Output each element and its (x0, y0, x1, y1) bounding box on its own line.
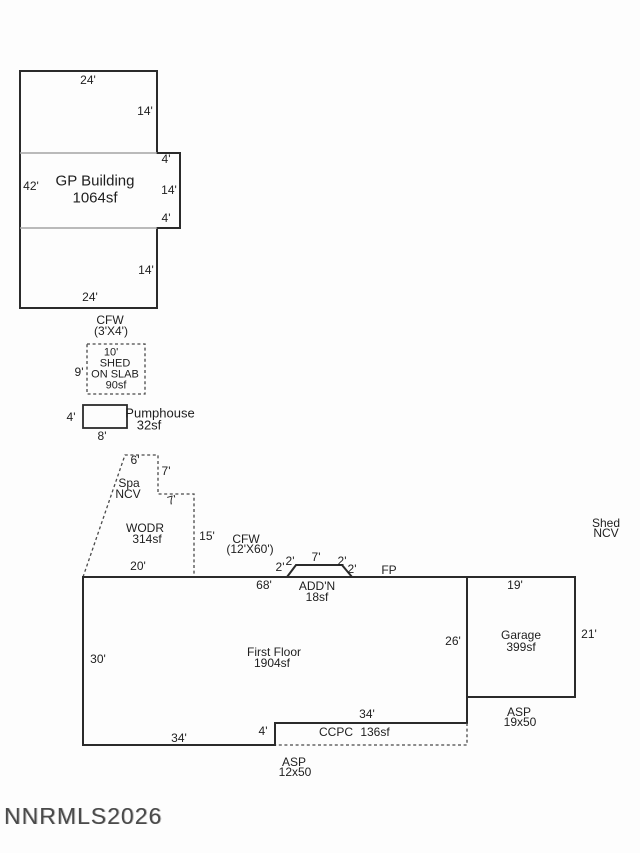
gp-dim-bottom-right: 14' (138, 263, 154, 277)
asp-front-label: ASP (281, 755, 307, 769)
spa-name: Spa (118, 476, 140, 490)
gp-dim-left: 42' (23, 179, 39, 193)
shed-on-slab-outline (86, 343, 146, 395)
ccpc-outline (276, 723, 468, 746)
shed-ncv-value: NCV (593, 526, 619, 540)
addn-dim-right-out: 2' (347, 562, 357, 576)
gp-building-outline (19, 70, 181, 309)
asp-garage-label: ASP (506, 705, 532, 719)
spa-value: NCV (115, 487, 141, 501)
shed-slab-dim-width: 10' (103, 346, 119, 359)
addn-dim-right-slant: 2' (337, 554, 347, 568)
ccpc-label: CCPC (318, 725, 354, 739)
first-floor-dim-bottom-left: 34' (171, 731, 187, 745)
gp-dim-bottom: 24' (82, 290, 98, 304)
ccpc-dim-top: 34' (359, 707, 375, 721)
gp-dim-top-right: 14' (137, 104, 153, 118)
pumphouse-outline (82, 404, 128, 429)
shed-ncv-name: Shed (591, 516, 621, 530)
spa-dim-right: 7' (161, 464, 171, 478)
garage-outline (466, 576, 576, 698)
gp-dim-bump-top: 4' (161, 152, 171, 166)
cfw-deck-label: CFW (232, 532, 260, 546)
pumphouse-name: Pumphouse (125, 405, 195, 421)
shed-slab-dim-height: 9' (74, 365, 84, 379)
ccpc-area: 136sf (360, 725, 390, 739)
addn-name: ADD'N (298, 579, 336, 593)
first-floor-name: First Floor (247, 645, 301, 659)
gp-building-area: 1064sf (72, 189, 118, 207)
wodr-name: WODR (126, 521, 164, 535)
addn-area: 18sf (305, 590, 329, 604)
first-floor-dim-left: 30' (90, 652, 106, 666)
cfw-gp-size: (3'X4') (94, 324, 128, 338)
garage-dim-right: 21' (581, 627, 597, 641)
addn-dim-left-out: 2' (275, 560, 285, 574)
pumphouse-dim-width: 8' (97, 429, 107, 443)
first-floor-dim-top: 68' (256, 578, 272, 592)
mls-watermark: NNRMLS2026 (4, 803, 163, 829)
gp-building-name: GP Building (55, 172, 135, 190)
gp-dim-bump-right: 14' (161, 183, 177, 197)
wodr-area: 314sf (132, 532, 162, 546)
garage-name: Garage (500, 628, 542, 642)
wodr-dim-bottom: 20' (130, 559, 146, 573)
shed-slab-name-line1: SHED (99, 357, 131, 370)
garage-dim-top: 19' (507, 578, 523, 592)
asp-garage-size: 19x50 (503, 715, 537, 729)
cfw-gp-label: CFW (96, 313, 124, 327)
addn-dim-left-slant: 2' (285, 554, 295, 568)
addn-outline (286, 564, 353, 578)
first-floor-area: 1904sf (253, 656, 291, 670)
gp-dim-top: 24' (80, 73, 96, 87)
pumphouse-area: 32sf (136, 417, 162, 433)
first-floor-dim-right: 26' (445, 634, 461, 648)
asp-front-size: 12x50 (278, 765, 312, 779)
wodr-dim-right: 15' (199, 529, 215, 543)
garage-area: 399sf (506, 640, 536, 654)
addn-dim-top: 7' (311, 550, 321, 564)
first-floor-dim-step: 4' (258, 724, 268, 738)
cfw-deck-size: (12'X60') (226, 542, 274, 556)
spa-dim-top: 6' (130, 453, 140, 467)
fireplace-label: FP (381, 563, 397, 577)
shed-slab-name-line2: ON SLAB (91, 368, 139, 381)
spa-wodr-outline (82, 454, 195, 578)
pumphouse-dim-height: 4' (66, 410, 76, 424)
shed-slab-area: 90sf (105, 379, 127, 392)
gp-dim-bump-bottom: 4' (161, 211, 171, 225)
